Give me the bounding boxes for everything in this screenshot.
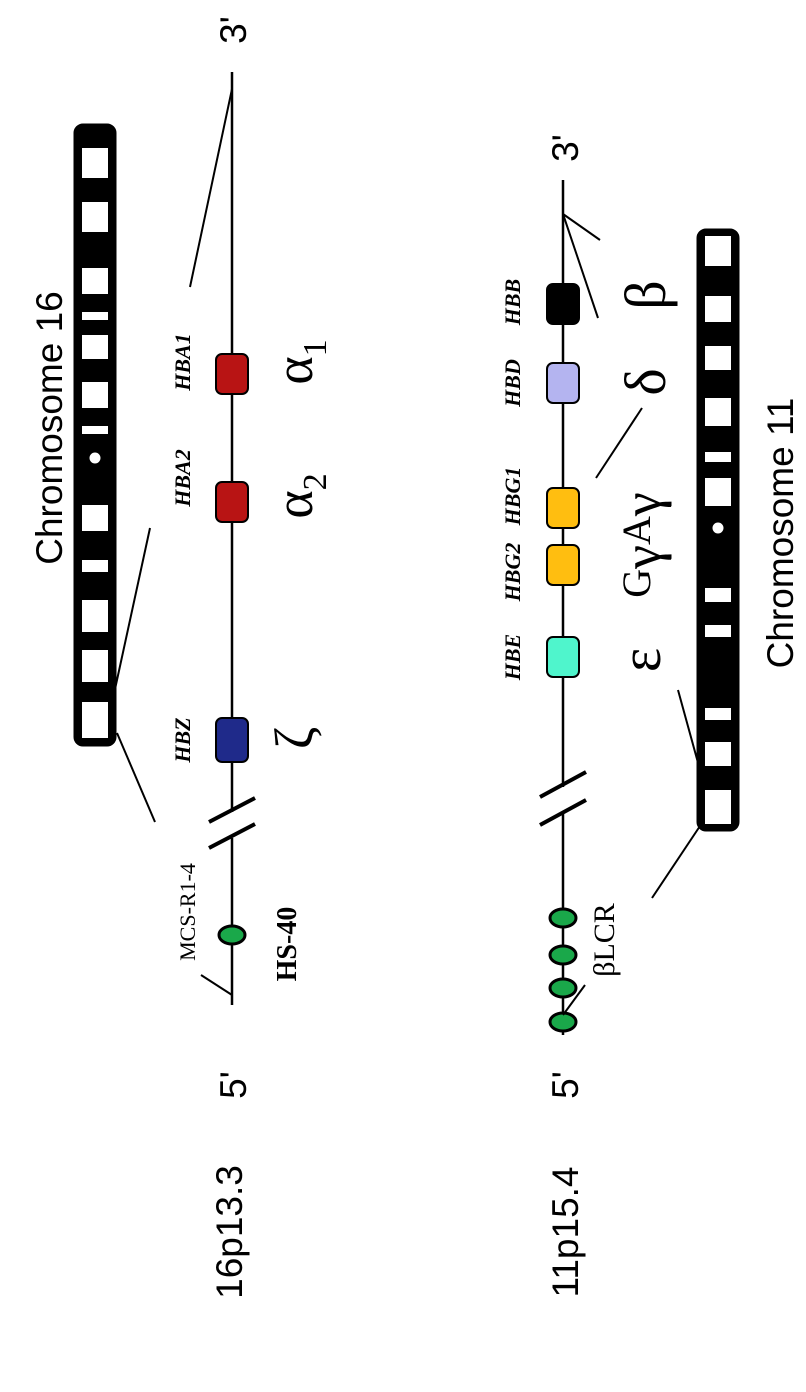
chr16-3prime-label: 3' (213, 16, 254, 44)
gene-hbb-box (547, 284, 579, 324)
gene-delta-greek: δ (613, 368, 678, 395)
gene-epsilon-greek: ε (608, 648, 673, 672)
gene-hbd-box (547, 363, 579, 403)
gene-alpha2-greek: α2 (264, 473, 334, 518)
gene-hbe-symbol: HBE (500, 634, 525, 681)
gene-hbg2-box (547, 545, 579, 585)
gene-hbg1-box (547, 488, 579, 528)
chr11-3prime-label: 3' (545, 134, 586, 162)
chromosome-16-title: Chromosome 16 (29, 291, 70, 565)
gene-hbg2-symbol: HBG2 (500, 543, 525, 603)
gene-hba1-box (216, 354, 248, 394)
mcs-pointer-line (201, 975, 232, 995)
chr11-band-label: 11p15.4 (545, 1167, 586, 1298)
mcs-r1-4-label: MCS-R1-4 (175, 863, 200, 961)
gene-alpha1-greek: α1 (264, 339, 334, 384)
beta-lcr-label: βLCR (588, 903, 621, 977)
gene-hba2-box (216, 482, 248, 522)
chr11-5prime-label: 5' (545, 1071, 586, 1099)
gene-hbd-symbol: HBD (500, 359, 525, 408)
chromosome-11-ideogram (698, 230, 738, 830)
chr16-band-label: 16p13.3 (209, 1165, 250, 1299)
hs40-element-icon (219, 926, 245, 944)
gene-hbg1-symbol: HBG1 (500, 467, 525, 527)
gene-hbz-symbol: HBZ (170, 717, 195, 763)
gene-hbe-box (547, 637, 579, 677)
gene-zeta-greek: ζ (264, 727, 324, 749)
chr16-5prime-label: 5' (213, 1071, 254, 1099)
gene-hbb-symbol: HBB (500, 279, 525, 326)
gene-gamma-group-label: GγAγ (612, 492, 672, 598)
hs40-label: HS-40 (272, 907, 303, 982)
chromosome-11-title: Chromosome 11 (760, 398, 801, 669)
chromosome-16-ideogram (75, 125, 115, 745)
gene-beta-greek: β (613, 280, 678, 310)
gene-hbz-box (216, 718, 248, 762)
gene-hba2-symbol: HBA2 (170, 449, 195, 507)
gene-hba1-symbol: HBA1 (170, 333, 195, 391)
